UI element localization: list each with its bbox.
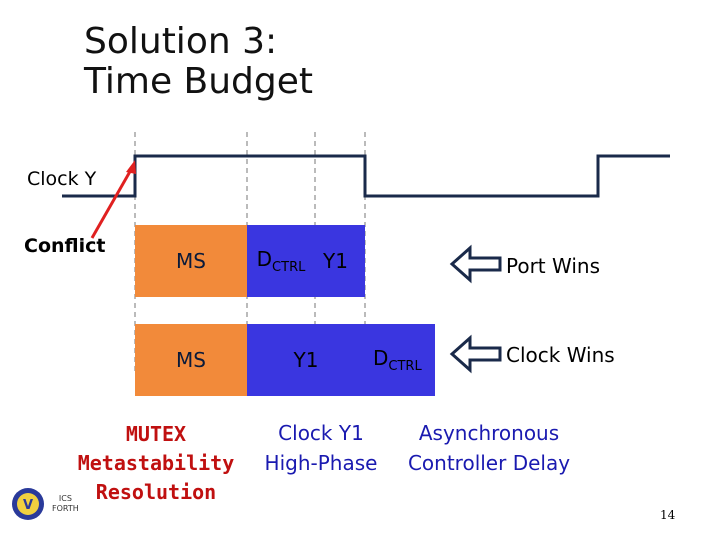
row1-y1-label: Y1 <box>323 249 348 273</box>
conflict-label: Conflict <box>24 235 106 257</box>
clock-wins-arrow-icon <box>449 334 502 374</box>
svg-text:V: V <box>23 498 33 513</box>
row2-ms-label: MS <box>176 348 206 372</box>
conflict-arrow <box>90 167 134 239</box>
row2-dctrl-label: DCTRL <box>373 346 422 374</box>
row1-ms-box: MS <box>135 225 247 297</box>
row1-y1-box: Y1 <box>315 225 365 297</box>
row2-y1-label: Y1 <box>293 348 319 372</box>
conflict-arrowhead <box>126 160 136 174</box>
logo-text: ICS FORTH <box>52 494 79 513</box>
async-delay-caption: Asynchronous Controller Delay <box>407 421 571 475</box>
row2-y1-box: Y1 <box>247 324 365 396</box>
page-number: 14 <box>660 508 676 522</box>
slide-title: Solution 3: Time Budget <box>84 21 314 102</box>
row2-ms-box: MS <box>135 324 247 396</box>
row1-ms-label: MS <box>176 249 206 273</box>
institution-logo: V ICS FORTH <box>10 486 86 522</box>
seal-icon: V <box>12 488 44 520</box>
clock-y-label: Clock Y <box>27 168 97 190</box>
row1-dctrl-box: DCTRL <box>247 225 315 297</box>
clock-waveform <box>62 154 670 198</box>
clock-wins-label: Clock Wins <box>506 343 615 367</box>
port-wins-arrow-icon <box>449 244 502 284</box>
row2-dctrl-box: DCTRL <box>365 324 435 396</box>
row1-dctrl-label: DCTRL <box>256 247 306 275</box>
port-wins-label: Port Wins <box>506 254 600 278</box>
mutex-caption: MUTEX Metastability Resolution <box>77 422 235 504</box>
clock-phase-caption: Clock Y1 High-Phase <box>264 421 378 475</box>
